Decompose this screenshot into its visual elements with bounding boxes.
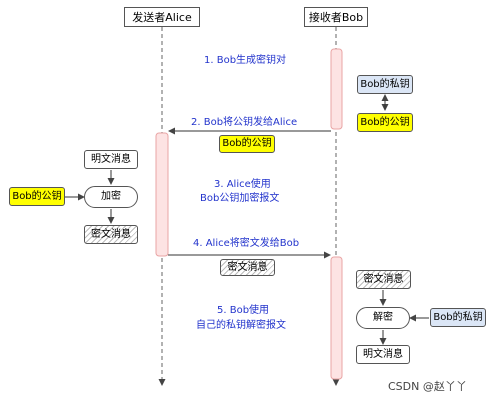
alice-encrypt: 加密 bbox=[84, 186, 138, 208]
alice-ciphertext: 密文消息 bbox=[84, 225, 138, 244]
transfer-ciphertext: 密文消息 bbox=[220, 259, 275, 276]
step-3-label-line2: Bob公钥加密报文 bbox=[200, 193, 280, 204]
bob-decrypt: 解密 bbox=[356, 307, 410, 329]
step-5-label-line2: 自己的私钥解密报文 bbox=[196, 320, 286, 331]
step-2-label: 2. Bob将公钥发给Alice bbox=[191, 117, 298, 128]
csdn-watermark: CSDN @赵丫丫 bbox=[388, 380, 467, 393]
bob-activation-1 bbox=[330, 48, 343, 130]
bob-plaintext: 明文消息 bbox=[356, 345, 410, 364]
bob-private-key: Bob的私钥 bbox=[357, 75, 413, 94]
alice-public-key: Bob的公钥 bbox=[9, 187, 65, 206]
alice-plaintext: 明文消息 bbox=[84, 150, 138, 169]
bob-ciphertext: 密文消息 bbox=[356, 270, 411, 289]
bob-header: 接收者Bob bbox=[304, 7, 368, 27]
alice-activation bbox=[155, 132, 169, 257]
bob-activation-2 bbox=[330, 256, 343, 380]
transfer-public-key: Bob的公钥 bbox=[219, 135, 275, 153]
step-3-label-line1: 3. Alice使用 bbox=[214, 179, 271, 190]
step-1-label: 1. Bob生成密钥对 bbox=[204, 55, 287, 66]
step-5-label-line1: 5. Bob使用 bbox=[217, 305, 270, 316]
bob-private-key-decrypt: Bob的私钥 bbox=[430, 308, 486, 327]
step-4-label: 4. Alice将密文发给Bob bbox=[193, 238, 300, 249]
bob-public-key: Bob的公钥 bbox=[357, 113, 413, 132]
alice-header: 发送者Alice bbox=[124, 7, 200, 27]
